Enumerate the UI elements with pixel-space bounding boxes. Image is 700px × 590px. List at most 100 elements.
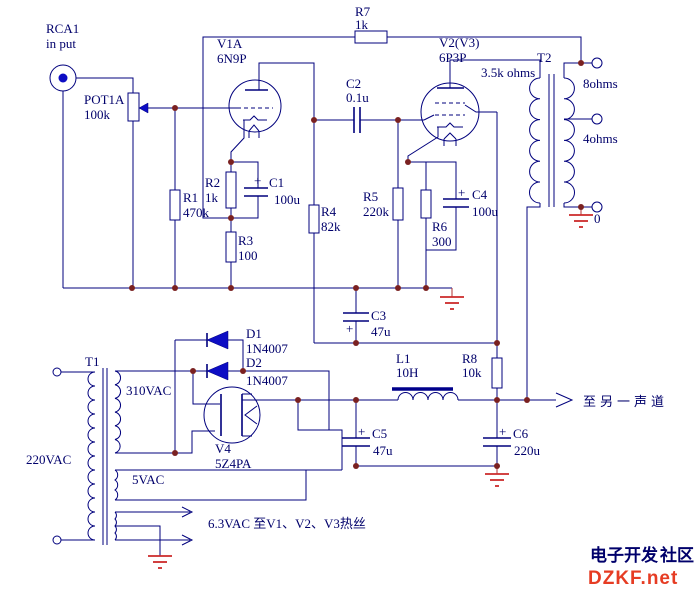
v4-type: 5Z4PA [215,456,252,471]
t2-tap0-label: 0 [594,211,601,226]
ground-symbol-psu [485,473,509,487]
watermark-community-accent: 社区 [659,545,694,565]
choke-l1 [392,387,459,401]
resistor-r3 [225,231,237,263]
c1-plus: + [254,173,261,188]
l1-value: 10H [396,365,418,380]
capacitor-c2 [353,107,361,133]
c5-label: C5 [372,426,387,441]
v4-label: V4 [215,441,231,456]
capacitor-c3 [343,312,369,322]
resistor-r1 [169,189,181,221]
resistor-r5 [392,187,404,221]
t1-rectifier-filament-label: 5VAC [132,472,164,487]
d2-type: 1N4007 [246,373,288,388]
r2-label: R2 [205,175,220,190]
ground-symbol-t2 [569,214,593,228]
c1-value: 100u [274,192,301,207]
l1-label: L1 [396,351,410,366]
volume-pot [127,92,175,122]
watermark-community-light: 电子开发 [590,545,659,565]
v1-type: 6N9P [217,51,247,66]
c5-plus: + [358,424,365,439]
terminal-0ohm [591,201,603,213]
capacitor-c5 [342,437,370,447]
resistor-r6 [420,189,432,219]
c3-plus: + [346,321,353,336]
r5-value: 220k [363,204,390,219]
r3-label: R3 [238,233,253,248]
rca-sublabel: in put [46,36,76,51]
resistor-r8 [491,357,503,389]
c2-label: C2 [346,76,361,91]
c4-value: 100u [472,204,499,219]
v2-type: 6P3P [439,50,466,65]
v1a-tube [228,79,282,138]
pot-wiper-arrow [138,102,149,114]
ground-symbol-heater [148,555,172,569]
c6-label: C6 [513,426,529,441]
d1-type: 1N4007 [246,341,288,356]
v2-tube [420,82,480,146]
rca-input-jack [49,64,77,92]
r6-label: R6 [432,219,448,234]
v1-label: V1A [217,36,243,51]
t2-tap8-label: 8ohms [583,76,618,91]
rca-label: RCA1 [46,21,79,36]
terminal-4ohm [591,113,603,125]
t1-heater-label: 6.3VAC 至V1、V2、V3热丝 [208,516,366,531]
resistor-r7 [354,30,388,44]
capacitor-c6 [483,437,511,447]
r8-label: R8 [462,351,477,366]
t2-primary-impedance: 3.5k ohms [481,65,535,80]
r3-value: 100 [238,248,258,263]
r8-value: 10k [462,365,482,380]
c1-label: C1 [269,175,284,190]
diode-d1 [206,330,229,350]
c4-label: C4 [472,187,488,202]
v4-rectifier-tube [203,386,261,444]
r7-label: R7 [355,4,371,19]
mains-terminal-top [52,367,62,377]
wires [61,36,592,556]
diode-d2 [206,361,229,381]
r4-label: R4 [321,204,337,219]
r2-value: 1k [205,190,219,205]
t2-label: T2 [537,50,551,65]
capacitor-c1 [244,187,268,197]
c6-plus: + [499,424,506,439]
resistor-r2 [225,171,237,209]
mains-terminal-bottom [52,535,62,545]
v2-label: V2(V3) [439,35,479,50]
to-other-channel-label: 至另一声道 [583,394,668,409]
ground-symbol-bus [440,296,464,310]
watermark-site: DZKF.net [588,568,678,589]
r1-label: R1 [183,190,198,205]
c3-value: 47u [371,324,391,339]
watermark: 电子开发 社区 DZKF.net [588,545,694,589]
capacitor-c4 [443,198,469,208]
r4-value: 82k [321,219,341,234]
c4-plus: + [458,185,465,200]
pot-value: 100k [84,107,111,122]
d2-label: D2 [246,355,262,370]
t2-output-transformer [529,57,603,213]
c2-value: 0.1u [346,90,369,105]
t1-power-transformer [52,367,121,545]
r6-value: 300 [432,234,452,249]
c3-label: C3 [371,308,386,323]
pot-label: POT1A [84,92,125,107]
c5-value: 47u [373,443,393,458]
rca-center-pin [58,73,68,83]
r5-label: R5 [363,189,378,204]
t2-tap4-label: 4ohms [583,131,618,146]
d1-label: D1 [246,326,262,341]
r7-value: 1k [355,17,369,32]
terminal-8ohm [591,57,603,69]
t1-mains-label: 220VAC [26,452,71,467]
resistor-r4 [308,204,320,234]
t1-label: T1 [85,354,99,369]
junction-dots [129,60,584,469]
